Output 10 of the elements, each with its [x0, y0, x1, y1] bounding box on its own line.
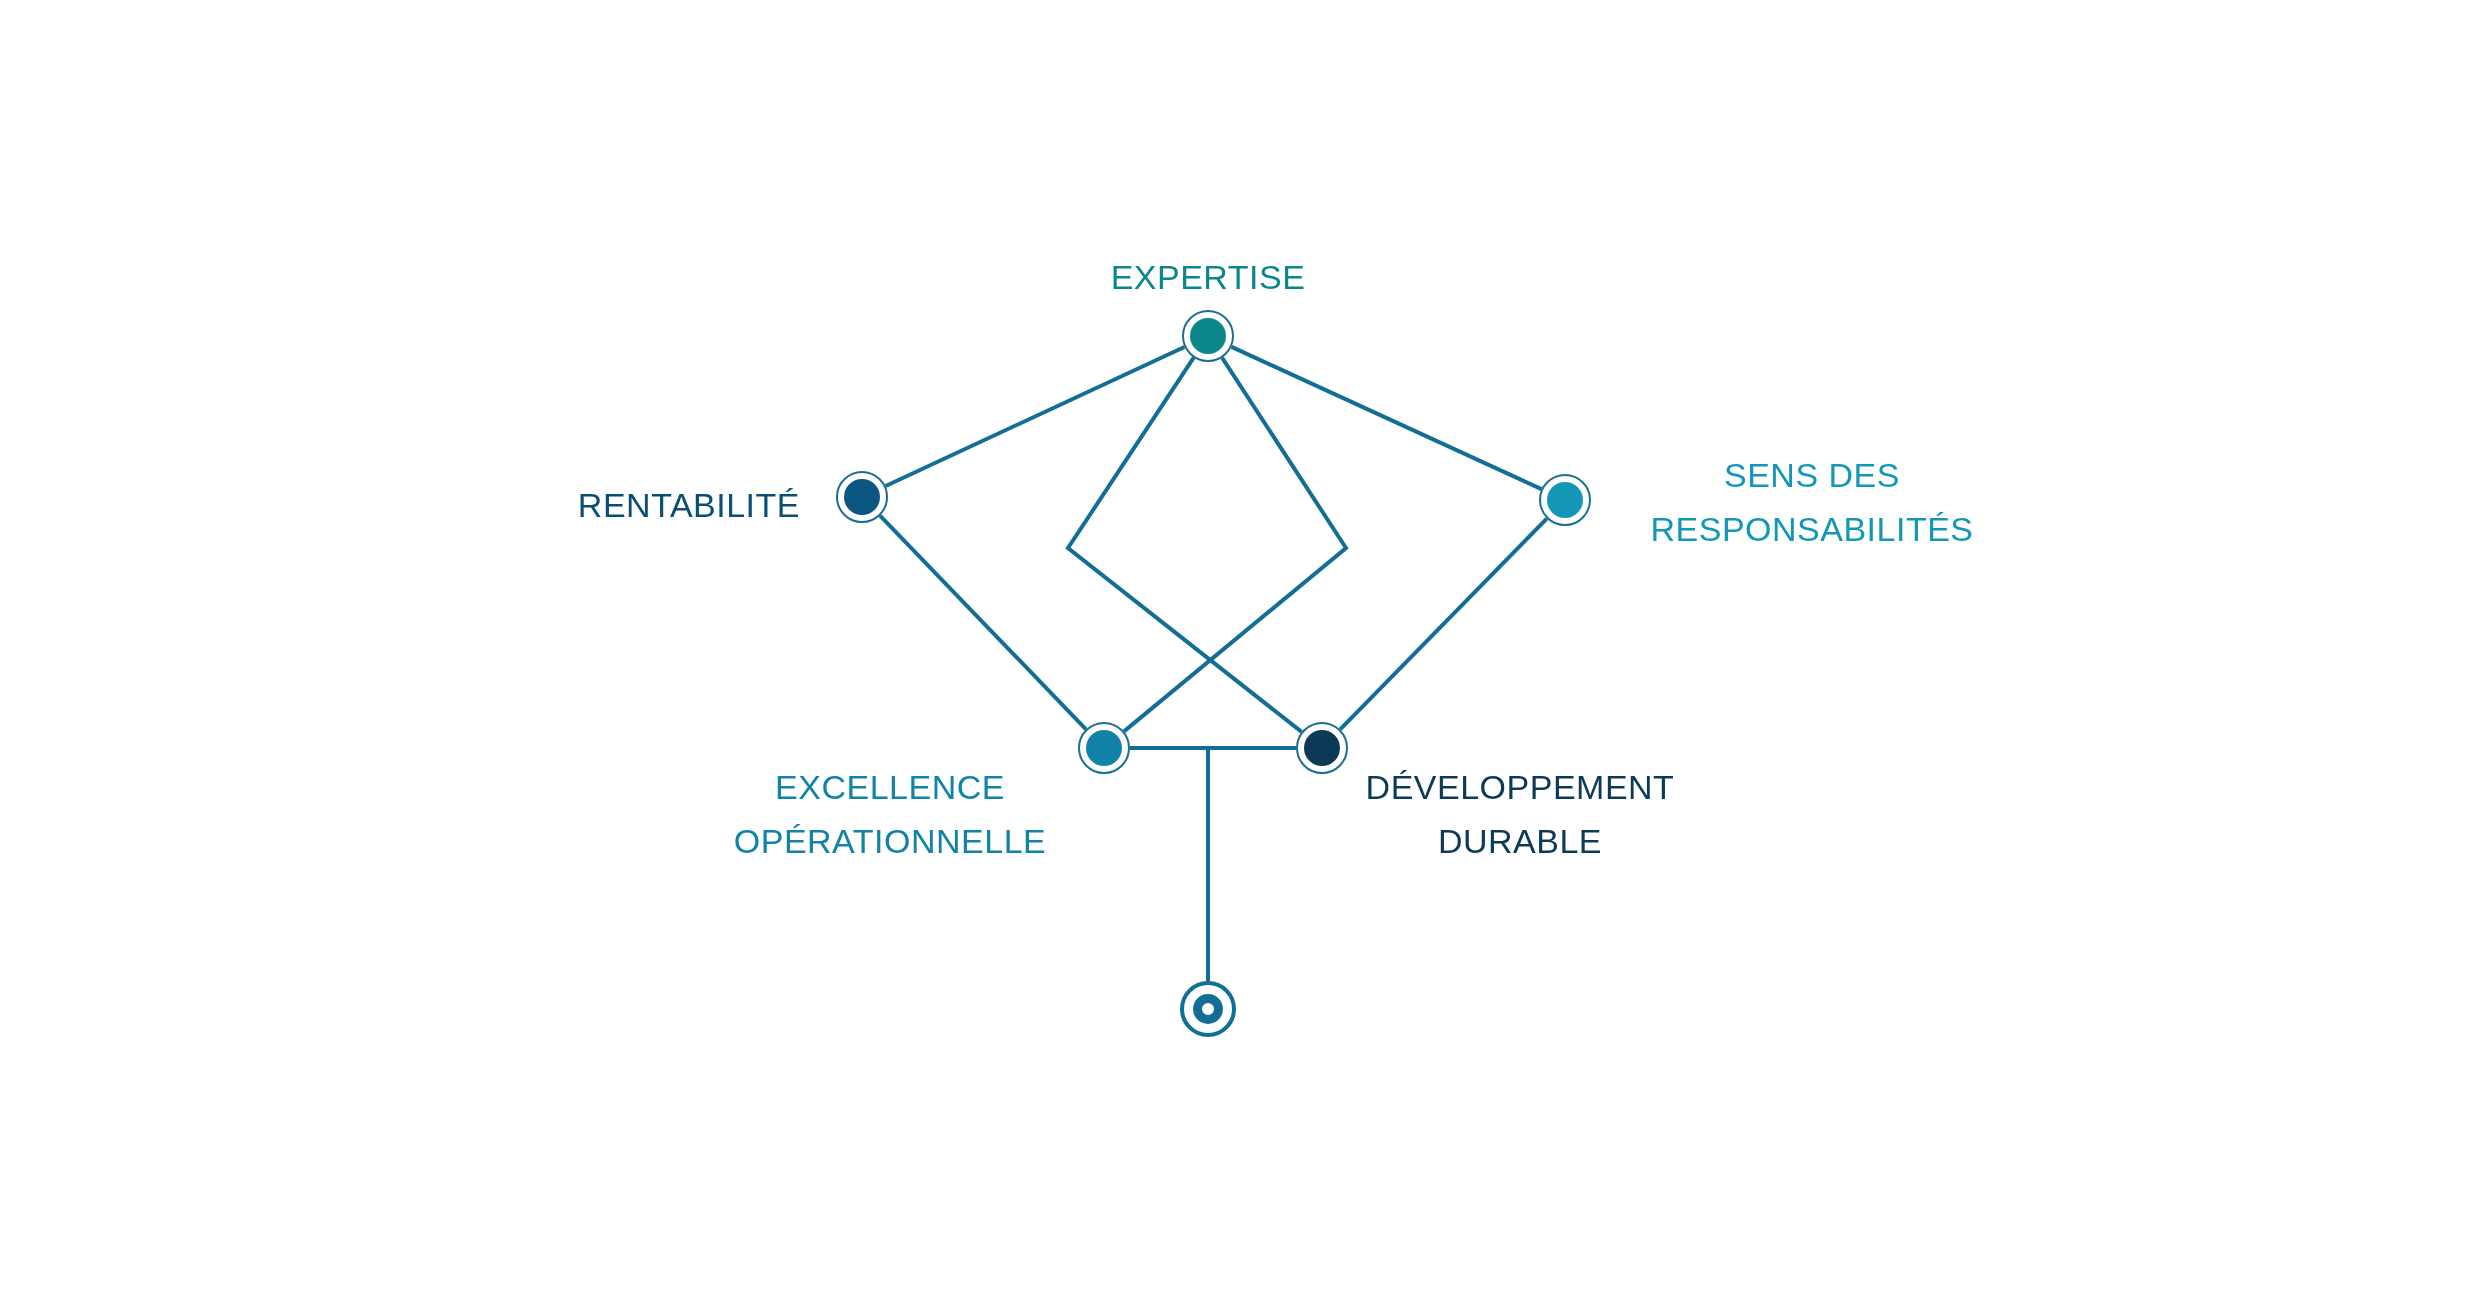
value-label: EXPERTISE	[1109, 257, 1307, 298]
connector-line	[1065, 356, 1303, 734]
connector-line	[1338, 517, 1549, 731]
value-label: EXCELLENCE OPÉRATIONNELLE	[732, 767, 1048, 863]
connector-line	[1122, 356, 1349, 733]
value-label: SENS DES RESPONSABILITÉS	[1649, 455, 1975, 551]
connector-line	[1206, 746, 1296, 981]
value-label: RENTABILITÉ	[576, 485, 800, 526]
value-label: DÉVELOPPEMENT DURABLE	[1364, 767, 1676, 863]
connector-line	[878, 514, 1088, 731]
